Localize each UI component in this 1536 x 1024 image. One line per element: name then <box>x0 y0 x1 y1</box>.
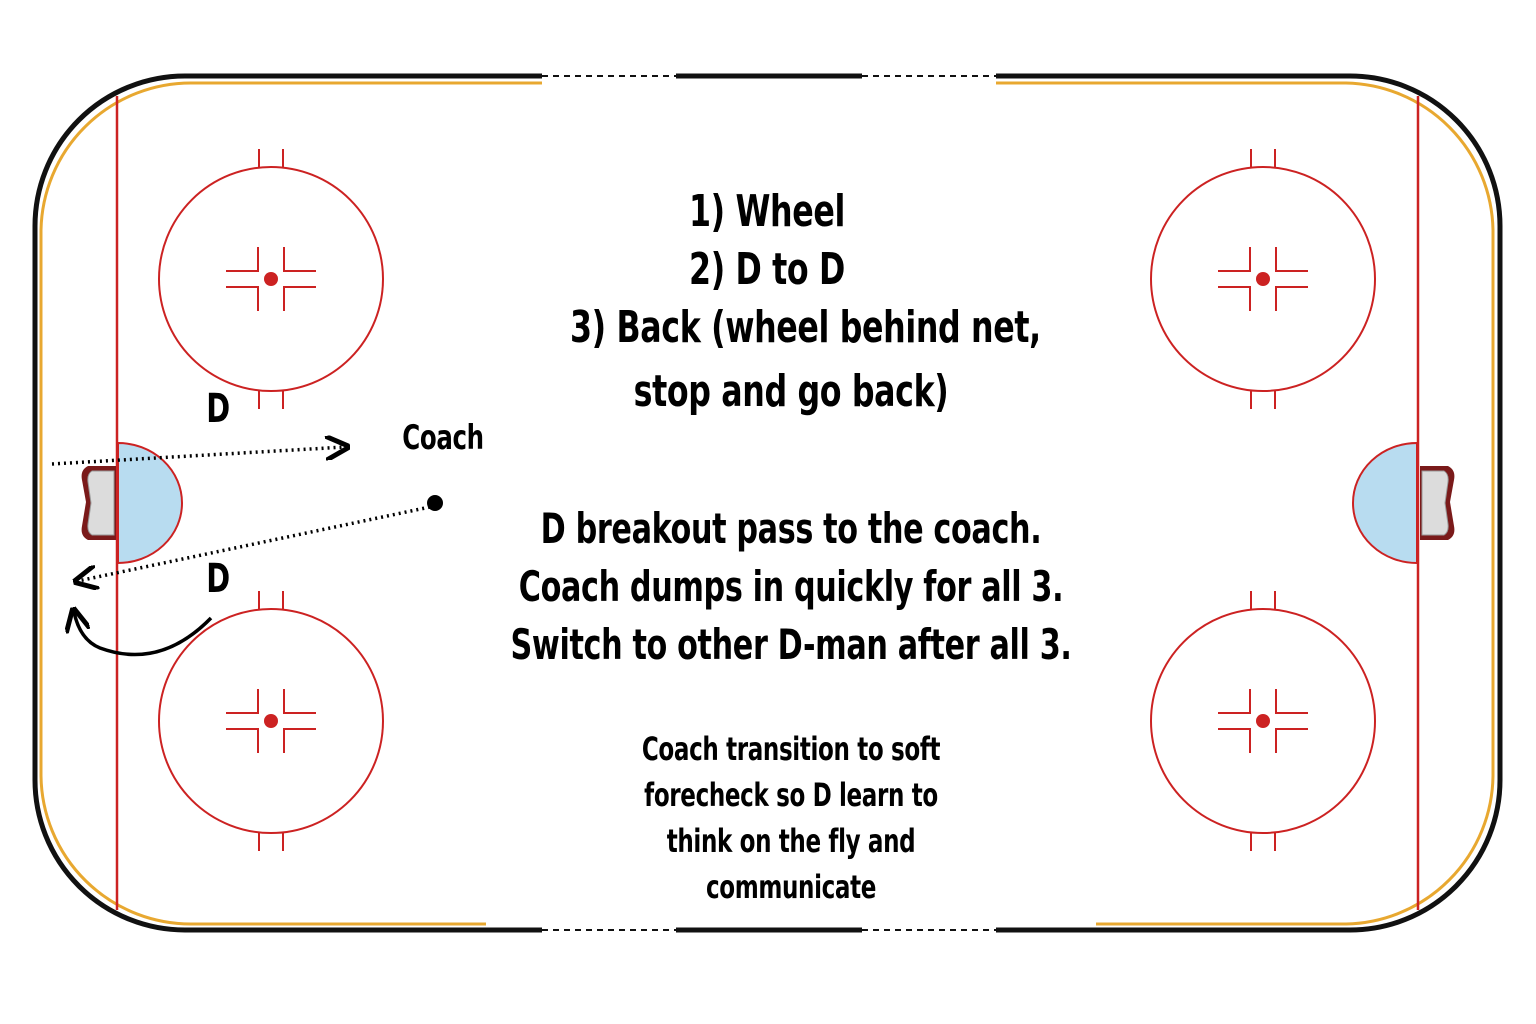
faceoff-guide-top-right <box>1275 247 1308 272</box>
bench-gates <box>542 75 996 931</box>
faceoff-dot-bottom-right <box>1256 714 1270 728</box>
faceoff-guide-bottom-left <box>226 689 259 714</box>
faceoff-dot-top-left <box>264 272 278 286</box>
instruction-line-3: 3) Back (wheel behind net, <box>570 302 1041 353</box>
rink-boards <box>32 73 1503 933</box>
goal-crease-left <box>117 441 183 565</box>
goal-crease-right <box>1352 441 1418 565</box>
faceoff-dot-top-right <box>1256 272 1270 286</box>
defenseman-bottom-label: D <box>206 556 230 602</box>
faceoff-guide-top-left <box>283 286 316 311</box>
faceoff-guide-bottom-left <box>226 728 259 753</box>
faceoff-dot-bottom-left <box>264 714 278 728</box>
tip-line-2: forecheck so D learn to <box>644 776 938 814</box>
instruction-line-2: 2) D to D <box>689 244 845 295</box>
notes-line-2: Coach dumps in quickly for all 3. <box>518 562 1064 611</box>
faceoff-guide-top-right <box>1275 286 1308 311</box>
tip-line-3: think on the fly and <box>666 822 916 860</box>
faceoff-guide-bottom-right <box>1275 728 1308 753</box>
faceoff-guide-bottom-right <box>1218 728 1251 753</box>
coach-puck-dot <box>427 495 443 511</box>
faceoff-guide-top-left <box>226 286 259 311</box>
drill-annotations <box>51 447 443 657</box>
faceoff-guide-bottom-right <box>1218 689 1251 714</box>
goal-net-right <box>1420 466 1455 540</box>
faceoff-circles <box>158 149 1376 851</box>
faceoff-guide-top-right <box>1218 286 1251 311</box>
faceoff-guide-top-left <box>226 247 259 272</box>
faceoff-circle-bottom-left <box>158 608 384 834</box>
coach-label: Coach <box>402 418 484 458</box>
faceoff-circle-top-right <box>1150 166 1376 392</box>
notes-line-1: D breakout pass to the coach. <box>540 504 1042 553</box>
faceoff-guide-bottom-left <box>283 728 316 753</box>
faceoff-guide-top-right <box>1218 247 1251 272</box>
faceoff-circle-bottom-right <box>1150 608 1376 834</box>
faceoff-guide-top-left <box>283 247 316 272</box>
faceoff-guide-bottom-right <box>1275 689 1308 714</box>
faceoff-circle-top-left <box>158 166 384 392</box>
goal-net-left <box>81 466 116 540</box>
faceoff-guide-bottom-left <box>283 689 316 714</box>
tip-line-4: communicate <box>705 868 877 906</box>
defenseman-top-label: D <box>206 386 230 432</box>
pass-arrow-to-coach <box>51 447 345 466</box>
skate-arrow-wheel <box>74 612 213 657</box>
instruction-line-1: 1) Wheel <box>688 186 845 237</box>
instruction-line-4: stop and go back) <box>633 366 949 417</box>
tip-line-1: Coach transition to soft <box>641 730 941 768</box>
notes-line-3: Switch to other D-man after all 3. <box>510 620 1072 669</box>
